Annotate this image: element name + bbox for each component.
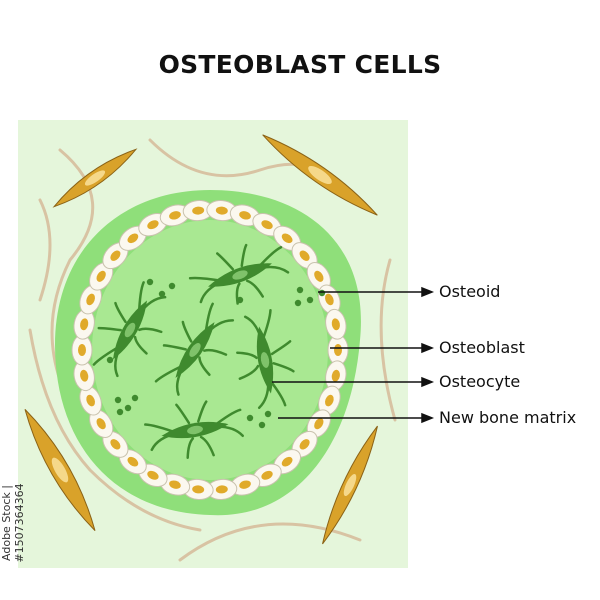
granule <box>264 410 272 418</box>
granule <box>294 299 302 307</box>
lining-cells <box>24 134 378 545</box>
granule <box>246 414 254 422</box>
osteocyte-cell <box>144 400 244 459</box>
osteoblast-cell <box>118 449 147 475</box>
granule <box>258 421 266 429</box>
osteoblast-cell <box>206 478 238 500</box>
osteoblast-cell <box>325 308 347 340</box>
granule <box>306 296 314 304</box>
label-new-bone-matrix: New bone matrix <box>439 408 577 427</box>
osteoblast-cell <box>159 473 191 496</box>
osteocyte-cell <box>236 309 295 409</box>
label-osteoid: Osteoid <box>439 282 501 301</box>
granule <box>114 396 122 404</box>
watermark: Adobe Stock | #1507364364 <box>0 483 26 563</box>
label-osteoblast: Osteoblast <box>439 338 525 357</box>
granule <box>131 394 139 402</box>
granule <box>106 356 114 364</box>
label-osteocyte: Osteocyte <box>439 372 521 391</box>
label-arrows <box>272 286 435 424</box>
osteoblast-cell <box>79 284 102 315</box>
osteoblast-cell <box>102 430 129 458</box>
granule <box>116 408 124 416</box>
osteoblast-cell <box>159 204 191 227</box>
osteoblast-cell <box>73 308 95 340</box>
osteoblast-cell <box>318 385 341 416</box>
granule <box>124 404 132 412</box>
granule <box>318 289 326 297</box>
diagram-title: OSTEOBLAST CELLS <box>158 50 442 79</box>
osteoblast-cell <box>102 242 129 270</box>
osteoblast-cell <box>73 360 95 392</box>
granule <box>146 278 154 286</box>
osteocyte-cell <box>188 243 290 305</box>
osteocytes <box>92 243 295 459</box>
osteoblast-cell <box>206 200 238 222</box>
granule <box>296 286 304 294</box>
granule <box>168 282 176 290</box>
osteoblast-ring <box>71 200 349 500</box>
granule <box>158 290 166 298</box>
osteocyte-cell <box>92 281 167 378</box>
osteocyte-cell <box>154 302 235 396</box>
osteoblast-cell <box>325 360 347 392</box>
matrix-granules <box>106 278 326 429</box>
osteoblast-cell <box>306 409 331 438</box>
osteoblast-cell <box>229 204 261 227</box>
osteoblast-cell <box>306 262 331 291</box>
